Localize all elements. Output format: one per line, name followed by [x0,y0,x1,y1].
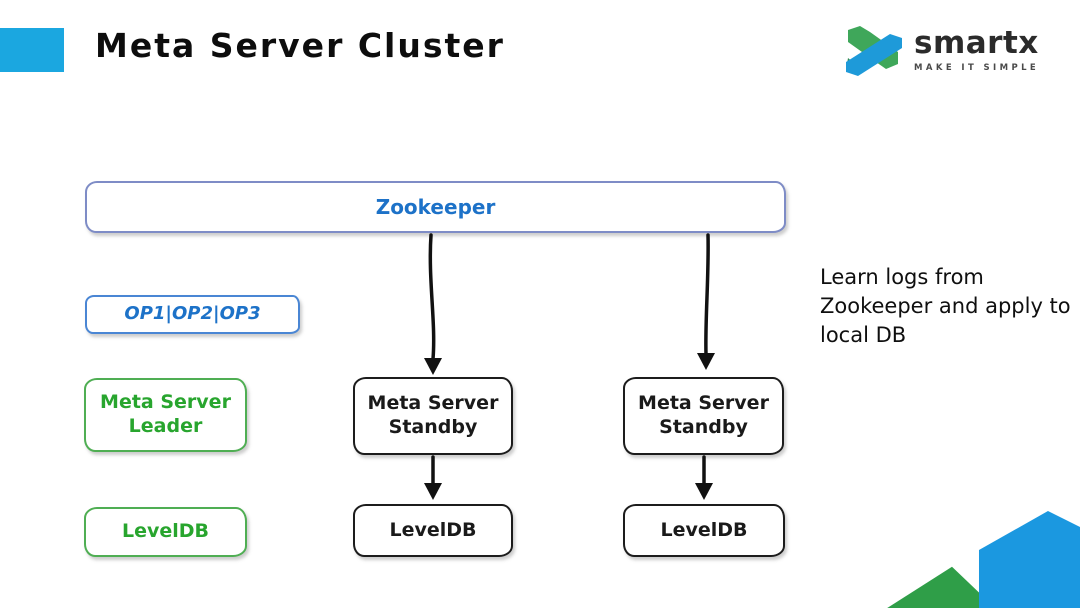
node-leader-leveldb: LevelDB [84,507,247,557]
arrow-zookeeper-to-standby-1 [428,233,436,361]
title-accent-bar [0,28,64,72]
node-zookeeper: Zookeeper [85,181,786,233]
node-op-log: OP1|OP2|OP3 [85,295,300,334]
logo-tagline: MAKE IT SIMPLE [914,63,1040,73]
arrow-zookeeper-to-standby-2 [704,233,710,356]
arrowhead-standby-2-to-leveldb [695,483,713,500]
arrowhead-standby-1-to-leveldb [424,483,442,500]
node-meta-server-standby-1: Meta Server Standby [353,377,513,455]
smartx-x-icon [846,26,902,76]
page-title: Meta Server Cluster [95,26,505,65]
node-op-log-label: OP1|OP2|OP3 [124,303,261,325]
node-standby-1-leveldb-label: LevelDB [389,518,477,541]
arrowhead-zookeeper-to-standby-2 [697,353,715,370]
node-meta-server-standby-2: Meta Server Standby [623,377,784,455]
decor-blue-shape [978,510,1080,608]
node-meta-server-standby-2-label: Meta Server Standby [638,392,769,438]
node-standby-2-leveldb: LevelDB [623,504,785,557]
arrowhead-zookeeper-to-standby-1 [424,358,442,375]
node-meta-server-leader: Meta Server Leader [84,378,247,452]
node-zookeeper-label: Zookeeper [375,194,496,219]
node-standby-1-leveldb: LevelDB [353,504,513,557]
logo-wordmark: smartx [914,25,1039,61]
node-meta-server-leader-label: Meta Server Leader [100,391,231,437]
node-leader-leveldb-label: LevelDB [121,520,210,543]
smartx-logo: smartx MAKE IT SIMPLE [840,24,1039,78]
node-standby-2-leveldb-label: LevelDB [660,518,748,541]
annotation-text: Learn logs from Zookeeper and apply to l… [820,265,1071,347]
node-meta-server-standby-1-label: Meta Server Standby [367,392,499,438]
logo-text: smartx MAKE IT SIMPLE [914,24,1040,74]
